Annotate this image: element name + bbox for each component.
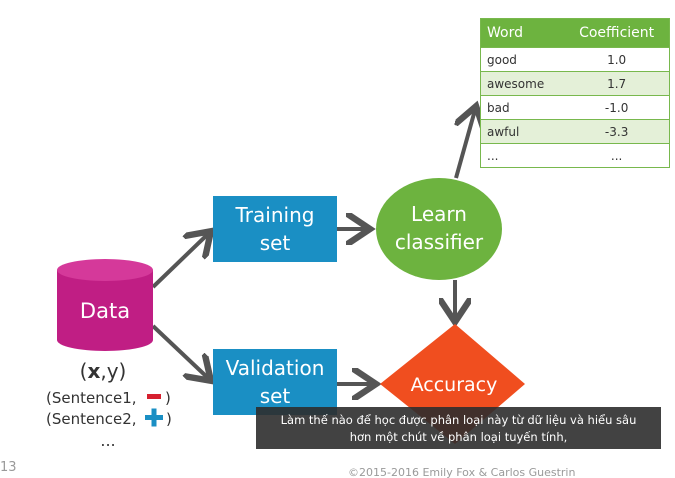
table-row: ... ...	[480, 143, 670, 168]
minus-icon	[147, 394, 161, 399]
word-cell: ...	[480, 143, 565, 168]
video-subtitle: Làm thế nào để học được phân loại này từ…	[256, 407, 661, 449]
learn-classifier-label-line1: Learn	[411, 202, 467, 226]
arrow-data-to-training	[151, 234, 208, 289]
word-cell: good	[480, 47, 565, 72]
example-2-text: (Sentence2,	[46, 410, 137, 428]
column-header-word: Word	[480, 18, 565, 48]
table-row: good 1.0	[480, 47, 670, 72]
xy-label: (x,y)	[80, 359, 127, 383]
table-row: awful -3.3	[480, 119, 670, 144]
training-set-label-line2: set	[260, 231, 291, 255]
word-cell: awesome	[480, 71, 565, 96]
word-cell: awful	[480, 119, 565, 144]
example-1-text: (Sentence1,	[46, 389, 137, 407]
copyright-notice: ©2015-2016 Emily Fox & Carlos Guestrin	[348, 466, 576, 478]
slide-number: 13	[0, 460, 17, 475]
training-set-node: Training set	[213, 196, 337, 262]
arrow-learn-to-table	[454, 110, 475, 179]
coefficient-cell: 1.0	[564, 47, 670, 72]
arrow-data-to-validation	[151, 324, 208, 378]
example-2-close: )	[166, 410, 172, 428]
learn-classifier-node: Learn classifier	[376, 178, 502, 280]
more-examples-ellipsis: ...	[100, 431, 115, 450]
validation-set-node: Validation set	[213, 349, 337, 415]
validation-set-label-line1: Validation	[226, 356, 325, 380]
table-row: bad -1.0	[480, 95, 670, 120]
validation-set-label-line2: set	[260, 384, 291, 408]
accuracy-label: Accuracy	[411, 374, 498, 396]
example-sentence-2: (Sentence2, )	[46, 408, 172, 428]
learn-classifier-label-line2: classifier	[395, 230, 484, 254]
example-1-close: )	[165, 389, 171, 407]
example-sentence-1: (Sentence1, )	[46, 389, 171, 407]
subtitle-line-2: hơn một chút về phân loại tuyến tính,	[349, 430, 568, 444]
subtitle-line-1: Làm thế nào để học được phân loại này từ…	[280, 413, 637, 427]
coefficient-cell: -3.3	[564, 119, 670, 144]
training-set-label-line1: Training	[235, 203, 315, 227]
coefficient-cell: 1.7	[564, 71, 670, 96]
data-node: Data	[57, 259, 153, 351]
plus-icon	[145, 408, 163, 427]
coefficient-cell: ...	[564, 143, 670, 168]
coefficient-cell: -1.0	[564, 95, 670, 120]
word-cell: bad	[480, 95, 565, 120]
table-row: awesome 1.7	[480, 71, 670, 96]
table-header-row: Word Coefficient	[480, 18, 670, 48]
column-header-coefficient: Coefficient	[564, 18, 670, 48]
coefficient-table: Word Coefficient good 1.0 awesome 1.7 ba…	[480, 18, 670, 168]
data-node-label: Data	[80, 299, 130, 323]
